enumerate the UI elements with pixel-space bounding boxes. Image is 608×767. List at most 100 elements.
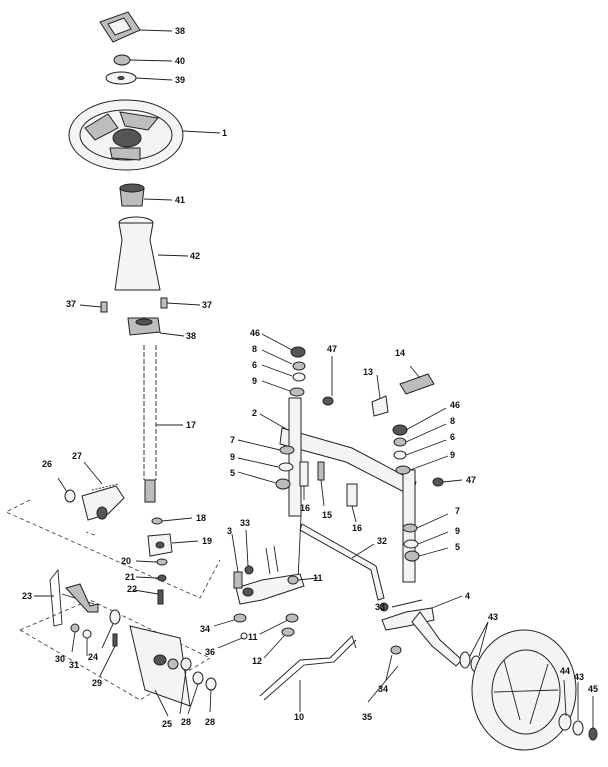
pivot-bushing-part — [371, 374, 389, 417]
steering-nut-part — [113, 54, 173, 66]
callout-labels: 38 40 39 1 41 42 37 37 38 17 46 8 6 9 47… — [22, 26, 598, 729]
callout-33-left: 33 — [240, 518, 250, 528]
callout-37-right: 37 — [202, 300, 212, 310]
callout-9-left-top: 9 — [252, 376, 257, 386]
tube-16-right-part — [346, 483, 358, 523]
tie-rod-part — [299, 523, 385, 601]
callout-18: 18 — [196, 513, 206, 523]
callout-2: 2 — [252, 408, 257, 418]
callout-46-left: 46 — [250, 328, 260, 338]
callout-31: 31 — [69, 660, 79, 670]
steering-adapter-part — [119, 183, 173, 207]
steering-arm-right-part — [379, 595, 463, 667]
bolt-22-part — [133, 589, 164, 605]
callout-32: 32 — [377, 536, 387, 546]
sector-gear-part — [81, 461, 125, 521]
callout-35: 35 — [362, 712, 372, 722]
spring-24-part — [101, 609, 121, 649]
callout-14: 14 — [395, 348, 405, 358]
steering-arm-left-part — [231, 529, 319, 605]
callout-13: 13 — [363, 367, 373, 377]
callout-9-right-bottom: 9 — [455, 526, 460, 536]
callout-17: 17 — [186, 420, 196, 430]
bushing-11-part — [259, 613, 299, 635]
callout-21: 21 — [125, 572, 135, 582]
wheel-bearing-part — [558, 679, 584, 736]
callout-47-left: 47 — [327, 344, 337, 354]
callout-22: 22 — [127, 584, 137, 594]
callout-5-left: 5 — [230, 468, 235, 478]
callout-9-left-bottom: 9 — [230, 452, 235, 462]
callout-25: 25 — [162, 719, 172, 729]
sector-spacer-part — [57, 477, 76, 503]
drag-link-part — [265, 545, 279, 575]
nut-31-part — [82, 629, 92, 656]
callout-38-bearing: 38 — [186, 331, 196, 341]
callout-30: 30 — [55, 654, 65, 664]
spindle-left-part — [261, 333, 306, 581]
callout-43-bottom: 43 — [574, 672, 584, 682]
bolt-15-part — [317, 461, 325, 507]
grease-fitting-right-part — [432, 477, 463, 487]
washer-30-part — [70, 623, 80, 653]
callout-38-cap: 38 — [175, 26, 185, 36]
left-bushings-part — [237, 439, 295, 490]
washer-20-part — [135, 558, 168, 566]
callout-20: 20 — [121, 556, 131, 566]
callout-11-bottom: 11 — [248, 632, 258, 642]
callout-40: 40 — [175, 56, 185, 66]
callout-43-top: 43 — [488, 612, 498, 622]
callout-16-right: 16 — [352, 523, 362, 533]
callout-42: 42 — [190, 251, 200, 261]
callout-5-right: 5 — [455, 542, 460, 552]
callout-6-left: 6 — [252, 360, 257, 370]
callout-9-right-top: 9 — [450, 450, 455, 460]
hub-cap-part — [588, 696, 598, 741]
callout-39: 39 — [175, 75, 185, 85]
callout-23: 23 — [22, 591, 32, 601]
washer-34-left-part — [213, 613, 247, 627]
clip-36-part — [217, 632, 248, 649]
drag-rod-part — [259, 635, 357, 712]
column-bearing-part — [127, 317, 185, 337]
nut-12-part — [263, 627, 295, 659]
callout-27: 27 — [72, 451, 82, 461]
callout-34-right: 34 — [378, 684, 388, 694]
callout-47-right: 47 — [466, 475, 476, 485]
pin-29-part — [99, 633, 118, 677]
callout-28-left: 28 — [181, 717, 191, 727]
steering-shaft-part — [143, 345, 183, 503]
callout-26-left: 26 — [42, 459, 52, 469]
callout-44: 44 — [560, 666, 570, 676]
callout-36: 36 — [205, 647, 215, 657]
callout-37-left: 37 — [66, 299, 76, 309]
callout-10: 10 — [294, 712, 304, 722]
grease-fitting-left-part — [322, 356, 334, 406]
washer-28-part — [179, 657, 217, 715]
callout-33-right: 33 — [375, 602, 385, 612]
callout-15: 15 — [322, 510, 332, 520]
screw-right-part — [160, 297, 201, 309]
right-bushings-part — [402, 513, 449, 562]
callout-4: 4 — [465, 591, 470, 601]
callout-16-left: 16 — [300, 503, 310, 513]
callout-6-right: 6 — [450, 432, 455, 442]
steering-cap-part — [99, 11, 173, 43]
column-boot-part — [114, 216, 189, 291]
clip-35-part — [367, 665, 399, 703]
steering-washer-part — [105, 71, 173, 85]
callout-3: 3 — [227, 526, 232, 536]
pivot-bolt-part — [399, 365, 435, 395]
callout-8-left: 8 — [252, 344, 257, 354]
callout-24: 24 — [88, 652, 98, 662]
steering-wheel-part — [68, 99, 221, 171]
mount-plate-part — [129, 625, 191, 717]
callout-7-right: 7 — [455, 506, 460, 516]
callout-12: 12 — [252, 656, 262, 666]
callout-41: 41 — [175, 195, 185, 205]
pedal-bracket-part — [34, 568, 99, 627]
tube-16-left-part — [299, 461, 309, 500]
callout-28-right: 28 — [205, 717, 215, 727]
callout-19: 19 — [202, 536, 212, 546]
